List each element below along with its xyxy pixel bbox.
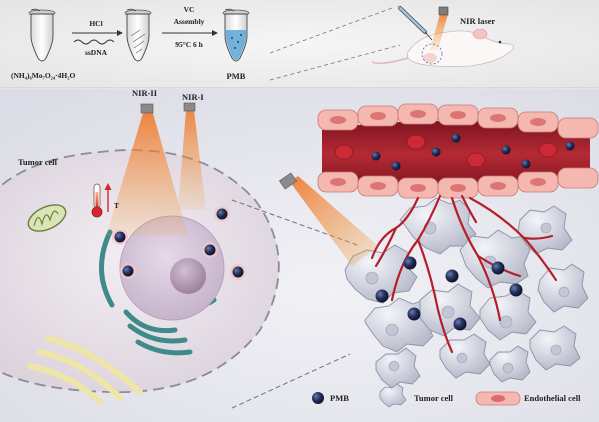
tumor-capillaries <box>370 194 558 354</box>
tube-reagent-icon <box>28 8 56 62</box>
tumor-cell-title: Tumor cell <box>18 157 58 167</box>
step1-top-label: HCl <box>89 19 102 28</box>
pmb-nanoparticle <box>375 289 389 303</box>
legend-tumor-cell-icon <box>379 383 407 408</box>
temperature-symbol: T <box>114 201 119 210</box>
legend-tumor-cell-label: Tumor cell <box>414 393 454 403</box>
step2-label-line2: Assembly <box>174 17 205 26</box>
step2-label-line1: VC <box>184 5 195 14</box>
pmb-nanoparticle <box>391 161 401 171</box>
product-label: PMB <box>227 71 246 81</box>
legend-pmb-label: PMB <box>330 393 349 403</box>
pmb-nanoparticle <box>216 208 228 220</box>
cell-nanoparticles <box>112 206 246 280</box>
tumor-nanoparticles <box>375 256 523 331</box>
blood-vessel <box>317 103 599 199</box>
tumor-laser-beam <box>290 176 378 266</box>
nucleolus <box>170 258 206 294</box>
connector-line <box>269 7 393 54</box>
reagent-formula: (NH₄)₆Mo₇O₂₄·4H₂O <box>11 71 75 80</box>
step1-arrow <box>72 30 123 45</box>
golgi-apparatus <box>27 335 143 405</box>
nir-laser-label: NIR laser <box>460 16 495 26</box>
nir-i-label: NIR-I <box>182 92 204 102</box>
pmb-nanoparticle <box>371 151 381 161</box>
pmb-nanoparticle <box>491 261 505 275</box>
laser-emitter-icon <box>438 6 449 16</box>
pmb-nanoparticle <box>407 307 421 321</box>
step2-condition-label: 95°C 6 h <box>175 40 203 49</box>
pmb-nanoparticle <box>122 265 134 277</box>
connector-line <box>269 44 401 81</box>
nir-laser-beam <box>430 14 448 50</box>
step2-arrow <box>162 30 218 36</box>
legend-endothelial-label: Endothelial cell <box>524 393 581 403</box>
pmb-nanoparticle <box>204 244 216 256</box>
syringe-icon <box>398 6 433 41</box>
vessel-nanoparticles <box>371 133 575 171</box>
zoom-line <box>231 353 351 409</box>
tumor-laser-emitter-icon <box>278 172 298 190</box>
pmb-nanoparticle <box>565 141 575 151</box>
legend-pmb-icon <box>312 392 324 404</box>
pmb-nanoparticle <box>431 147 441 157</box>
pmb-nanoparticle <box>501 145 511 155</box>
tumor-cell-nuclei <box>365 221 570 374</box>
pmb-nanoparticle <box>453 317 467 331</box>
pmb-nanoparticle <box>232 266 244 278</box>
pmb-nanoparticle <box>509 283 523 297</box>
nir-ii-beam <box>106 110 188 236</box>
tube-intermediate-icon <box>124 8 152 62</box>
pmb-nanoparticle <box>445 269 459 283</box>
legend: PMB Tumor cell Endothelial cell <box>312 383 581 408</box>
tube-pmb-icon <box>222 8 250 62</box>
ssdna-wave-icon <box>73 39 115 45</box>
step1-bottom-label: ssDNA <box>85 48 108 57</box>
pmb-nanoparticle <box>114 231 126 243</box>
temperature-up-arrow <box>104 183 112 212</box>
tumor-site-marker <box>421 43 443 65</box>
pmb-nanoparticle <box>521 159 531 169</box>
pmb-nanoparticle <box>451 133 461 143</box>
nir-ii-emitter-icon <box>140 103 154 114</box>
thermometer-icon <box>91 183 103 218</box>
pmb-nanoparticle <box>403 256 417 270</box>
nir-ii-label: NIR-II <box>132 88 158 98</box>
nir-i-beam <box>178 110 206 210</box>
legend-endothelial-nucleus <box>491 395 505 402</box>
mitochondrion <box>27 204 67 232</box>
nir-i-emitter-icon <box>183 102 196 112</box>
